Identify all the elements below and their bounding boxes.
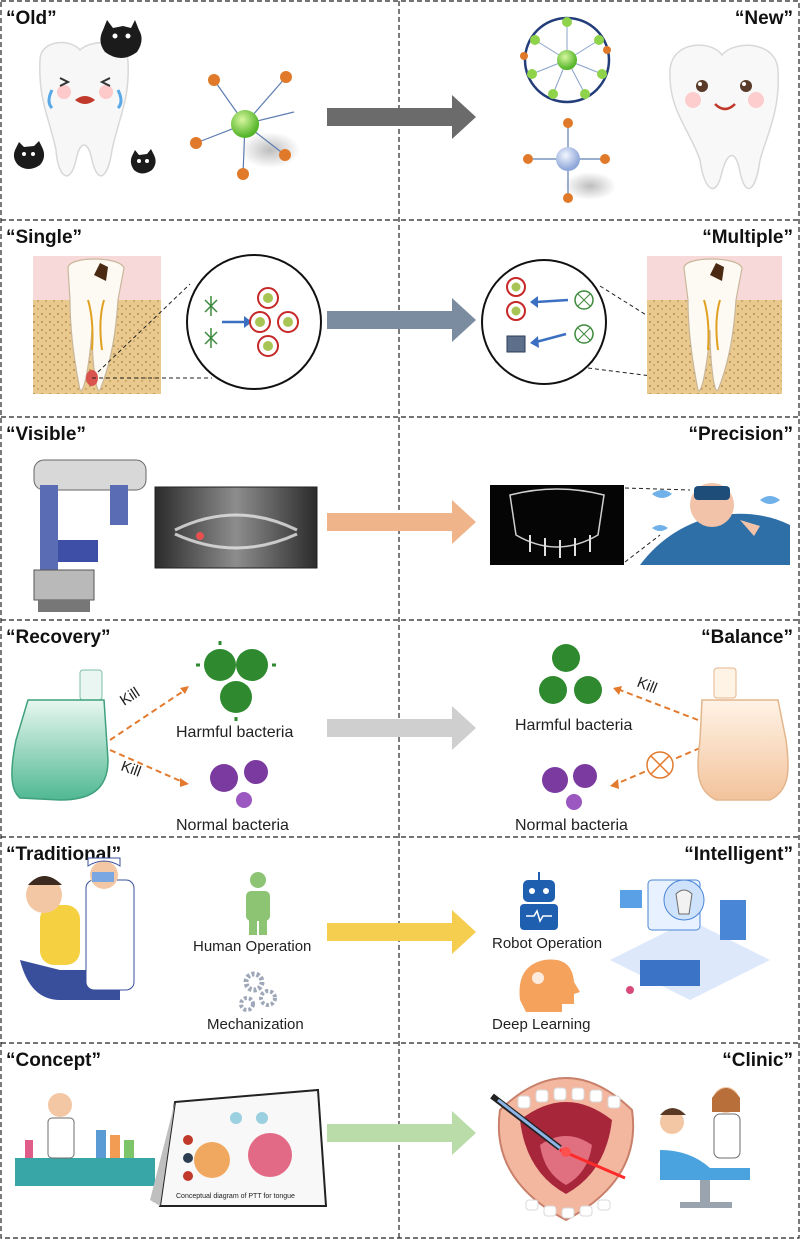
kill-label-right: Kill	[635, 674, 660, 697]
robot-operation-label: Robot Operation	[492, 935, 602, 952]
brain-head-icon	[519, 959, 580, 1012]
harmful-bacteria-right-label: Harmful bacteria	[515, 717, 632, 734]
dentist-child-icon	[20, 857, 135, 1000]
normal-bacteria-right-label: Normal bacteria	[515, 817, 628, 834]
3d-skull-scan-icon	[490, 485, 691, 565]
deep-learning-label: Deep Learning	[492, 1016, 590, 1033]
single-target-drug-icon	[190, 71, 300, 180]
receptor-icon	[249, 287, 299, 357]
kill-label-1: Kill	[117, 684, 143, 709]
arrow-row-5	[327, 910, 476, 954]
row-labels: “Old” “New” “Single” “Multiple” “Visible…	[6, 8, 793, 1071]
row-traditional-intelligent: Human Operation Mechanization Robot Oper…	[20, 857, 770, 1033]
concept-poster-icon: Conceptual diagram of PTT for tongue	[150, 1088, 328, 1207]
mouthwash-bottle-left-icon	[11, 669, 109, 801]
transition-arrows	[327, 95, 476, 1155]
vr-patient-icon	[640, 483, 790, 565]
label-multiple: “Multiple”	[702, 227, 793, 248]
zoom-circle-right	[481, 259, 668, 385]
zoom-circle-left	[92, 254, 322, 390]
kill-arrows-right: Kill	[610, 674, 701, 789]
row-visible-precision	[33, 459, 790, 612]
crying-tooth-icon	[39, 41, 129, 177]
human-operation-label: Human Operation	[193, 938, 311, 955]
arrow-row-2	[327, 298, 476, 342]
label-single: “Single”	[6, 227, 82, 248]
label-precision: “Precision”	[688, 424, 793, 445]
blocked-icon	[646, 751, 674, 779]
arrow-row-6	[327, 1111, 476, 1155]
tooth-section-right-icon	[647, 256, 782, 394]
row-concept-clinic: Conceptual diagram of PTT for tongue	[15, 1077, 750, 1222]
harmful-bacteria-left-label: Harmful bacteria	[176, 724, 293, 741]
row-recovery-balance: Kill Kill Harmful bacteria Normal bacter…	[11, 641, 789, 834]
normal-bacteria-right-icon	[542, 764, 597, 810]
row-old-new	[13, 16, 779, 203]
gears-icon	[239, 971, 277, 1012]
normal-bacteria-left-icon	[210, 760, 268, 808]
normal-bacteria-left-label: Normal bacteria	[176, 817, 289, 834]
row-single-multiple	[33, 254, 782, 394]
open-mouth-icon	[490, 1077, 635, 1222]
label-balance: “Balance”	[701, 627, 793, 648]
lab-scientist-icon	[15, 1093, 155, 1186]
harmful-bacteria-left-icon	[196, 641, 276, 721]
mechanization-label: Mechanization	[207, 1016, 304, 1033]
panoramic-xray-icon	[154, 486, 318, 569]
arrow-row-3	[327, 500, 476, 544]
label-intelligent: “Intelligent”	[684, 844, 793, 865]
label-new: “New”	[735, 8, 793, 29]
robot-icon	[520, 872, 558, 930]
mouthwash-bottle-right-icon	[697, 667, 789, 801]
poster-caption: Conceptual diagram of PTT for tongue	[176, 1193, 295, 1200]
label-recovery: “Recovery”	[6, 627, 111, 648]
multi-target-drug-icon	[520, 16, 616, 203]
label-concept: “Concept”	[6, 1050, 101, 1071]
label-visible: “Visible”	[6, 424, 86, 445]
arrow-row-4	[327, 706, 476, 750]
cbct-scanner-icon	[33, 459, 147, 612]
dental-chair-clinic-icon	[660, 1087, 750, 1208]
happy-tooth-icon	[669, 44, 779, 190]
arrow-row-1	[327, 95, 476, 139]
tooth-section-left-icon	[33, 256, 161, 394]
harmful-bacteria-right-icon	[539, 644, 602, 704]
intelligent-platform-icon	[610, 879, 770, 1000]
kill-label-2: Kill	[119, 758, 144, 781]
human-figure-icon	[246, 872, 270, 935]
label-clinic: “Clinic”	[722, 1050, 793, 1071]
label-old: “Old”	[6, 8, 57, 29]
bacteria-monster-icon	[13, 20, 156, 174]
